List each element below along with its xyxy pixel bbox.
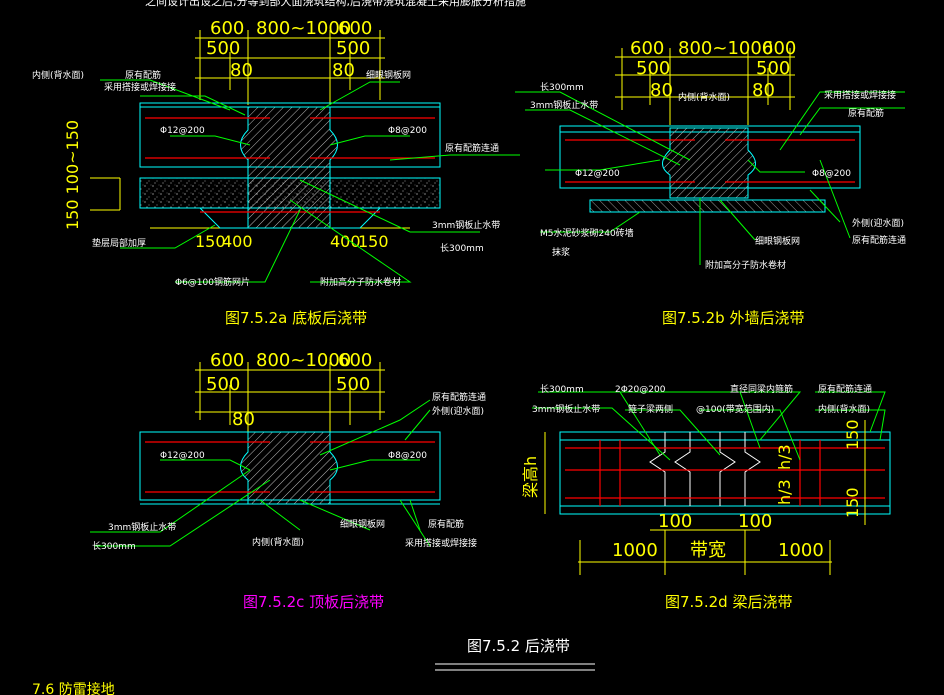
dim-d-150-bottom: 150 (843, 487, 862, 518)
label-a-cushion: 垫层局部加厚 (92, 237, 146, 249)
dim-a-80-right: 80 (332, 60, 355, 81)
label-c-mesh: 细眼钢板网 (340, 518, 385, 530)
label-c-stop: 3mm钢板止水带 (108, 521, 176, 533)
dim-d-h3-top: h/3 (775, 444, 794, 470)
label-d-rebar: 2Φ20@200 (615, 385, 666, 395)
figure-b: 600 800~1000 600 500 500 80 80 (515, 38, 906, 327)
label-a-lap: 采用搭接或焊接接 (104, 81, 176, 93)
dim-c-500-right: 500 (336, 374, 370, 395)
label-c-outer: 外侧(迎水面) (432, 405, 484, 417)
figure-c: 600 800~1000 600 500 500 80 原有配筋连通 外侧( (90, 350, 486, 611)
dim-a-150-left: 150 (195, 232, 226, 251)
label-c-lap: 采用搭接或焊接接 (405, 537, 477, 549)
label-a-added: 原有配筋连通 (445, 142, 499, 154)
label-c-existing: 原有配筋 (428, 518, 464, 530)
figure-a: 600 800~1000 600 500 500 80 80 150 400 4… (32, 18, 520, 327)
footer-section: 7.6 防雷接地 (32, 681, 115, 695)
dim-a-400-left: 400 (222, 232, 253, 251)
label-c-inner: 内侧(背水面) (252, 536, 304, 548)
label-a-membrane: 附加高分子防水卷材 (320, 276, 401, 288)
caption-a: 图7.5.2a 底板后浇带 (225, 309, 367, 327)
label-d-hoop2: @100(带宽范围内) (696, 403, 774, 415)
dim-a-800: 800~1000 (256, 18, 351, 39)
dim-a-600-right: 600 (338, 18, 372, 39)
label-b-inner: 内侧(背水面) (678, 91, 730, 103)
caption-b: 图7.5.2b 外墙后浇带 (662, 309, 804, 327)
top-note: 之间设计出设之后,分等到部大面浇筑结构,后浇带浇筑混凝土采用膨胀分析措施 (145, 0, 526, 8)
label-b-mesh: 细眼钢板网 (755, 235, 800, 247)
label-b-stop: 3mm钢板止水带 (530, 99, 598, 111)
dim-b-600-right: 600 (762, 38, 796, 59)
label-d-tie: 箍子梁两侧 (628, 403, 673, 415)
label-a-existing: 原有配筋 (125, 69, 161, 81)
dim-d-150-top: 150 (843, 419, 862, 450)
dim-a-500-left: 500 (206, 38, 240, 59)
caption-c: 图7.5.2c 顶板后浇带 (243, 593, 384, 611)
label-b-membrane: 附加高分子防水卷材 (705, 259, 786, 271)
dim-d-100-left: 100 (658, 511, 692, 532)
dim-b-500-left: 500 (636, 58, 670, 79)
dim-c-600-left: 600 (210, 350, 244, 371)
label-b-outer: 外侧(迎水面) (852, 217, 904, 229)
dim-d-beam-height: 梁高h (521, 456, 540, 498)
dim-b-500-right: 500 (756, 58, 790, 79)
dim-d-1000-left: 1000 (612, 540, 658, 561)
label-b-brick: M5水泥砂浆砌240砖墙 (540, 227, 634, 239)
label-a-rebar-right: Φ8@200 (388, 126, 427, 136)
label-b-plaster: 抹浆 (552, 246, 570, 258)
label-a-mesh2: Φ6@100钢筋网片 (175, 276, 250, 288)
dim-b-80-right: 80 (752, 80, 775, 101)
dim-c-600-right: 600 (338, 350, 372, 371)
label-a-stop: 3mm钢板止水带 (432, 219, 500, 231)
dim-a-600-left: 600 (210, 18, 244, 39)
dim-b-800: 800~1000 (678, 38, 773, 59)
label-c-rebar-right: Φ8@200 (388, 451, 427, 461)
caption-d: 图7.5.2d 梁后浇带 (665, 593, 792, 611)
dim-c-500-left: 500 (206, 374, 240, 395)
label-d-hoop: 直径同梁内箍筋 (730, 383, 793, 395)
label-c-length: 长300mm (92, 540, 136, 552)
label-c-added: 原有配筋连通 (432, 391, 486, 403)
dim-d-h3-bottom: h/3 (775, 479, 794, 505)
label-a-inner: 内侧(背水面) (32, 69, 84, 81)
label-c-rebar-left: Φ12@200 (160, 451, 205, 461)
dim-c-80: 80 (232, 409, 255, 430)
dim-c-800: 800~1000 (256, 350, 351, 371)
dim-a-150-right: 150 (358, 232, 389, 251)
label-a-mesh: 细眼钢板网 (366, 69, 411, 81)
dim-a-400-right: 400 (330, 232, 361, 251)
main-caption: 图7.5.2 后浇带 (467, 637, 570, 655)
dim-a-80-left: 80 (230, 60, 253, 81)
dim-b-80-left: 80 (650, 80, 673, 101)
dim-d-100-right: 100 (738, 511, 772, 532)
dim-d-bandwidth: 带宽 (690, 540, 726, 561)
label-b-rebar-right: Φ8@200 (812, 169, 851, 179)
label-d-stop: 3mm钢板止水带 (532, 403, 600, 415)
label-b-added: 原有配筋连通 (852, 234, 906, 246)
figure-d: 1000 带宽 1000 100 100 150 h/3 h/3 150 梁高h… (521, 383, 891, 611)
label-b-length: 长300mm (540, 81, 584, 93)
dim-a-500-right: 500 (336, 38, 370, 59)
label-b-existing: 原有配筋 (848, 107, 884, 119)
label-b-rebar-left: Φ12@200 (575, 169, 620, 179)
label-a-rebar-left: Φ12@200 (160, 126, 205, 136)
label-d-existing: 原有配筋连通 (818, 383, 872, 395)
label-a-length: 长300mm (440, 242, 484, 254)
dim-b-600-left: 600 (630, 38, 664, 59)
dim-a-left: 150 100~150 (63, 120, 82, 230)
label-b-lap: 采用搭接或焊接接 (824, 89, 896, 101)
label-d-inner: 内侧(背水面) (818, 403, 870, 415)
label-d-length: 长300mm (540, 383, 584, 395)
dim-d-1000-right: 1000 (778, 540, 824, 561)
